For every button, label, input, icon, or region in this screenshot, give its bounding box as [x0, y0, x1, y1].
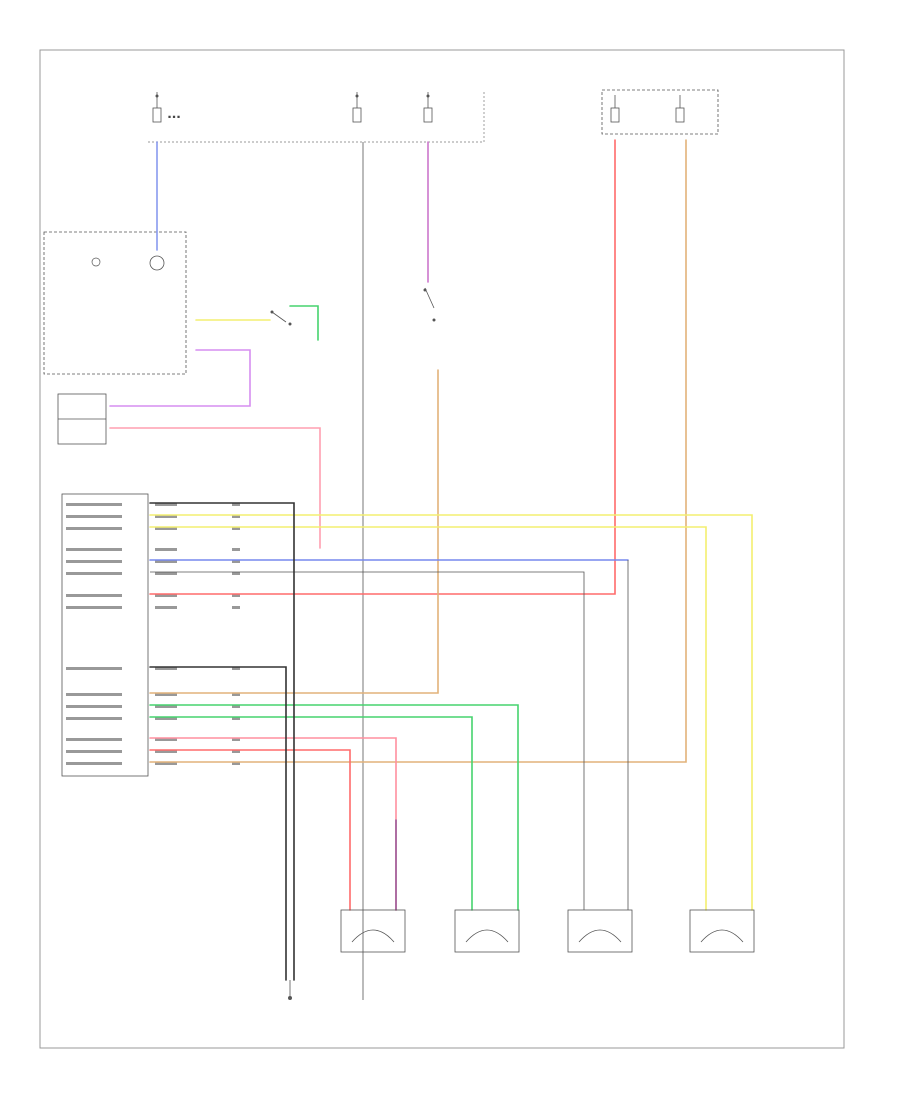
module-pin-rows: [66, 503, 240, 765]
indicator-lamp-icon: [149, 255, 165, 271]
wire-black-1: [149, 502, 295, 981]
wire-pink-sensor1: [149, 737, 397, 911]
switch-icon: [270, 310, 292, 326]
wheel-sensor-2: [454, 909, 520, 953]
wheel-sensor-4: [689, 909, 755, 953]
fuse-block-left: ▪ ▪ ▪: [152, 92, 180, 123]
wire-tan-right: [149, 139, 687, 763]
control-module: [61, 493, 149, 777]
wire-red-sensor1: [149, 749, 351, 911]
diagram-frame: [39, 49, 845, 1049]
switch-icon-2: [423, 287, 436, 322]
fuse-block-far-right: [601, 89, 719, 135]
wire-green-switch: [289, 305, 319, 341]
wire-tan-brake: [149, 369, 439, 694]
svg-text:▪ ▪ ▪: ▪ ▪ ▪: [168, 115, 180, 120]
wheel-sensor-3: [567, 909, 633, 953]
wire-yellow-1: [149, 514, 753, 911]
wire-yellow-2: [149, 526, 707, 911]
wire-gray-row: [150, 571, 585, 910]
wheel-sensor-1: [340, 909, 406, 953]
fuse-block-right: [423, 92, 433, 123]
wire-black-2: [149, 666, 287, 981]
fuse-block-mid: [352, 92, 362, 123]
left-enclosure: [43, 231, 187, 375]
ground-icon: [288, 980, 292, 1000]
wire-green-1: [149, 704, 519, 911]
wire-green-2: [149, 716, 473, 911]
wire-violet-loop: [109, 349, 251, 407]
wire-red-right: [149, 139, 616, 595]
wire-pink-connector: [109, 427, 321, 549]
